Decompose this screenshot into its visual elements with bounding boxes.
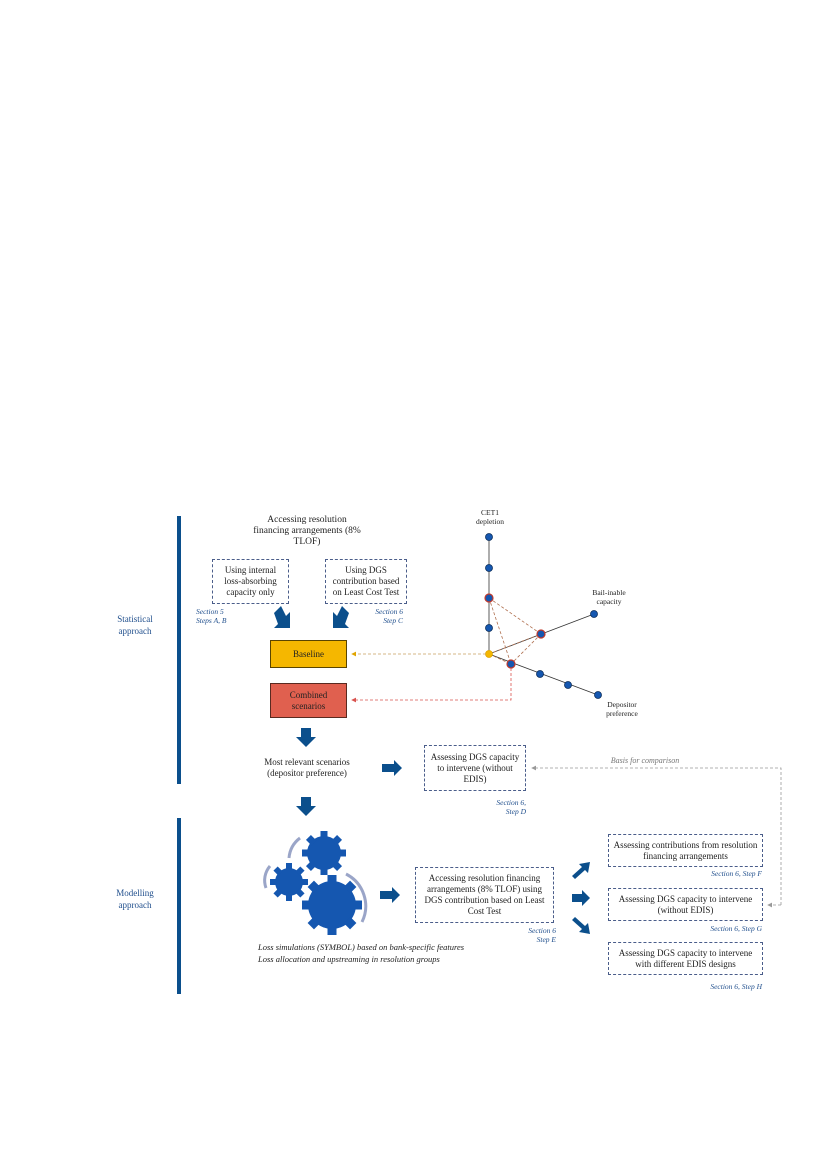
box-edis-h: Assessing DGS capacity to intervene with… (608, 942, 763, 975)
arrow-e-to-h (572, 917, 590, 934)
ref-section6-c: Section 6 Step C (375, 607, 403, 625)
node-cet1-1 (485, 533, 493, 541)
network-label-dep: Depositor preference (606, 700, 638, 718)
ref-section5: Section 5 Steps A, B (196, 607, 227, 625)
network-dashed-lines (488, 597, 542, 665)
arrow-e-to-f (572, 862, 590, 879)
gear-curve-arrow-right (345, 872, 368, 923)
gear-curve-arrow-left (263, 865, 272, 889)
ref-section6-d: Section 6, Step D (496, 798, 526, 816)
box-assess-dgs-d: Assessing DGS capacity to intervene (wit… (424, 745, 526, 791)
arrow-gears-to-e (380, 887, 400, 903)
block-arrows (274, 606, 590, 934)
connector-basis-comparison (531, 765, 782, 905)
node-cet1-4 (485, 624, 493, 632)
most-relevant-scenarios: Most relevant scenarios (depositor prefe… (264, 757, 350, 778)
box-dgs-contribution: Using DGS contribution based on Least Co… (325, 559, 407, 604)
gear-large-icon (302, 875, 362, 935)
box-internal-capacity: Using internal loss-absorbing capacity o… (212, 559, 289, 604)
node-dep-4 (594, 691, 602, 699)
network-lines (488, 537, 599, 696)
node-bail-1 (536, 629, 546, 639)
stat-title: Accessing resolution financing arrangeme… (253, 515, 361, 547)
modelling-section-bar (177, 818, 181, 994)
statistical-approach-label: Statistical approach (117, 614, 153, 636)
arrow-dgs-to-baseline (333, 606, 349, 628)
arrow-internal-to-baseline (274, 606, 290, 628)
arrow-relevant-to-d (382, 760, 402, 776)
modelling-approach-label: Modelling approach (116, 888, 154, 910)
gears-icon (263, 831, 368, 935)
network-nodes (484, 533, 602, 699)
gear-curve-arrow-top (287, 836, 301, 859)
ref-section6-h: Section 6, Step H (710, 982, 762, 991)
node-bail-2 (590, 610, 598, 618)
ref-section6-g: Section 6, Step G (710, 924, 762, 933)
node-dep-1 (506, 659, 516, 669)
node-dep-3 (564, 681, 572, 689)
connector-combined (351, 668, 512, 703)
basis-for-comparison: Basis for comparison (610, 756, 680, 765)
ref-section6-e: Section 6 Step E (528, 926, 556, 944)
box-access-e: Accessing resolution financing arrangeme… (415, 867, 554, 923)
arrow-combined-to-relevant (296, 728, 316, 747)
network-label-cet1: CET1 depletion (476, 508, 504, 526)
node-cet1-3 (484, 593, 494, 603)
node-origin (485, 650, 493, 658)
note-loss-simulations: Loss simulations (SYMBOL) based on bank-… (258, 942, 465, 952)
node-dep-2 (536, 670, 544, 678)
statistical-section-bar (177, 516, 181, 784)
box-dgs-g: Assessing DGS capacity to intervene (wit… (608, 888, 763, 921)
ref-section6-f: Section 6, Step F (711, 869, 762, 878)
arrow-e-to-g (572, 890, 590, 906)
gear-left-icon (270, 863, 308, 901)
combined-scenarios-box: Combined scenarios (270, 683, 347, 718)
note-loss-allocation: Loss allocation and upstreaming in resol… (258, 954, 440, 964)
box-contributions-f: Assessing contributions from resolution … (608, 834, 763, 867)
arrow-stat-to-model (296, 797, 316, 816)
network-label-bail: Bail-inable capacity (592, 588, 626, 606)
baseline-box: Baseline (270, 640, 347, 668)
node-cet1-2 (485, 564, 493, 572)
gear-small-icon (302, 831, 346, 875)
